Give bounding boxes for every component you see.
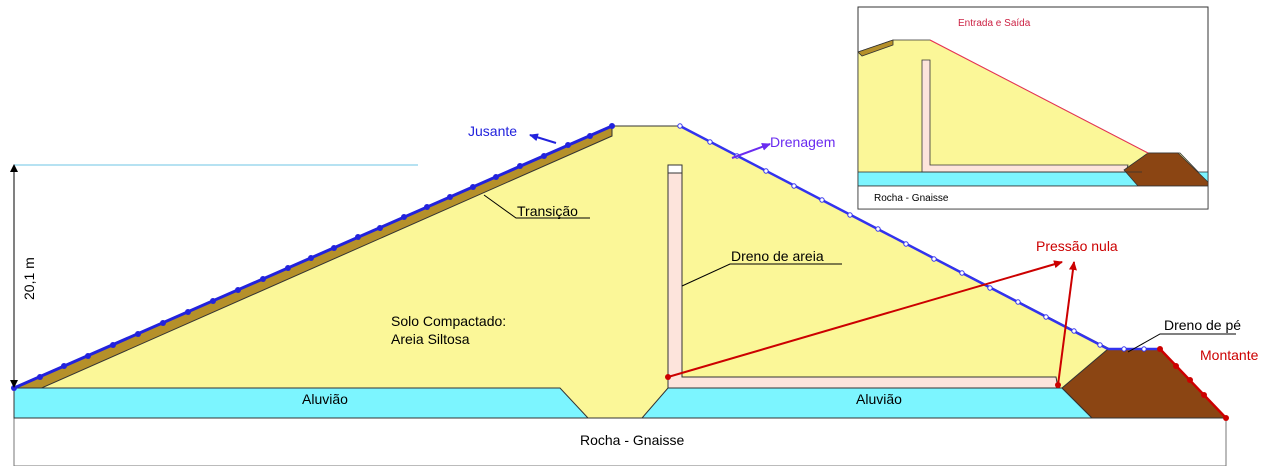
drenagem-arrow	[731, 143, 771, 159]
solo-label-line1: Solo Compactado:	[391, 313, 506, 329]
aluviao-left-label: Aluvião	[302, 391, 348, 407]
inset-rocha-label: Rocha - Gnaisse	[874, 193, 949, 204]
dreno-pe-leader	[1127, 333, 1236, 353]
aluviao-right-label: Aluvião	[856, 391, 902, 407]
pressure-null-arrow-right	[1057, 261, 1077, 386]
transicao-leader	[483, 194, 590, 219]
inset-detail: Entrada e Saída Rocha - Gnaisse	[857, 6, 1209, 210]
inset-entrada-saida-label: Entrada e Saída	[958, 18, 1031, 29]
montante-label: Montante	[1200, 347, 1259, 363]
dreno-areia-leader	[681, 263, 842, 287]
dreno-pe-label: Dreno de pé	[1164, 317, 1241, 333]
drenagem-label: Drenagem	[770, 134, 835, 150]
jusante-boundary-nodes	[11, 123, 615, 391]
rocha-label: Rocha - Gnaisse	[580, 432, 684, 448]
pressure-null-arrow-left	[667, 260, 1063, 378]
drenagem-boundary	[679, 124, 1109, 351]
height-label: 20,1 m	[21, 257, 37, 300]
rock-foundation	[13, 417, 1227, 466]
jusante-arrow	[529, 133, 557, 144]
transicao-label: Transição	[517, 203, 578, 219]
pressao-nula-label: Pressão nula	[1036, 238, 1118, 254]
aluvio-left	[13, 387, 590, 419]
montante-boundary-nodes	[1157, 346, 1229, 421]
montante-boundary	[1159, 348, 1227, 419]
jusante-label: Jusante	[468, 123, 517, 139]
dreno-areia-label: Dreno de areia	[731, 248, 824, 264]
solo-label-line2: Areia Siltosa	[391, 331, 470, 347]
